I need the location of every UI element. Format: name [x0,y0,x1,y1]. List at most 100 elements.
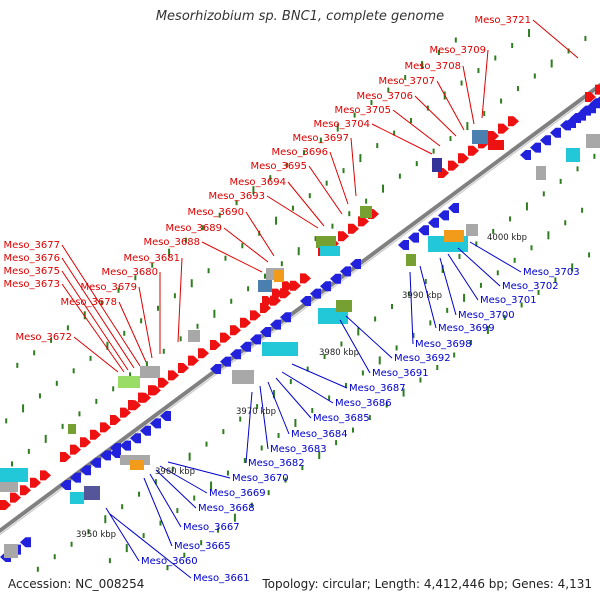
forward-gene-arrow [348,223,359,234]
reverse-gene-arrow [398,240,409,250]
gene-block [258,280,272,292]
leader-line [350,137,357,197]
gene-label: Meso_3683 [270,444,327,455]
gene-label: Meso_3688 [143,237,200,248]
gene-label: Meso_3721 [474,15,531,26]
forward-gene-arrow [282,281,293,292]
forward-gene-arrow [30,477,41,488]
gene-label: Meso_3690 [187,207,244,218]
forward-gene-arrow [448,160,459,171]
scale-label: 4000 kbp [487,233,527,243]
gene-label: Meso_3668 [198,503,255,514]
leader-line [245,211,275,257]
leader-line [308,165,343,215]
leader-line [532,19,579,59]
leader-line [245,391,253,464]
leader-line [291,363,348,389]
leader-line [447,253,479,301]
gene-label: Meso_3705 [334,105,391,116]
leader-line [329,151,349,205]
gene-block [232,370,254,384]
gene-label: Meso_3686 [335,398,392,409]
gene-block [188,330,200,342]
leader-line [155,469,197,509]
leader-line [281,371,334,404]
scale-label: 3960 kbp [155,467,195,477]
forward-gene-arrow [100,422,111,433]
gene-block [262,342,298,356]
reverse-gene-arrow [550,127,561,138]
scale-label: 3990 kbp [402,291,442,301]
gene-label: Meso_3699 [438,323,495,334]
leader-line [259,385,269,450]
gene-label: Meso_3702 [502,281,559,292]
gene-block [586,134,600,148]
forward-gene-arrow [290,280,301,291]
reverse-gene-arrow [585,103,596,114]
gene-label: Meso_3689 [165,223,222,234]
forward-gene-arrow [178,363,189,373]
leader-line [167,461,231,479]
reverse-gene-arrow [80,465,91,476]
gene-label: Meso_3691 [372,368,429,379]
reverse-gene-arrow [160,411,171,421]
leader-line [409,271,414,345]
reverse-gene-arrow [100,450,111,461]
gene-label: Meso_3687 [349,383,406,394]
reverse-gene-arrow [270,319,281,330]
reverse-gene-arrow [280,312,291,323]
forward-gene-arrow [60,452,71,462]
leader-line [371,123,433,155]
leader-line [223,227,269,263]
forward-gene-arrow [158,377,169,388]
gene-label: Meso_3665 [174,541,231,552]
forward-gene-arrow [240,317,251,328]
reverse-gene-arrow [350,259,361,269]
gene-label: Meso_3673 [3,279,60,290]
forward-gene-arrow [80,437,91,448]
reverse-gene-arrow [70,472,81,483]
forward-gene-arrow [488,131,499,141]
gene-block [536,166,546,180]
leader-line [149,473,182,528]
reverse-gene-arrow [240,341,251,352]
forward-gene-arrow [262,296,273,306]
leader-line [177,257,183,343]
leader-line [414,95,457,137]
reverse-gene-arrow [130,433,141,444]
accession-text: Accession: NC_008254 [8,577,145,591]
gene-block [4,544,18,558]
reverse-gene-arrow [250,334,261,345]
forward-gene-arrow [10,492,21,503]
gene-label: Meso_3675 [3,266,60,277]
gene-label: Meso_3703 [523,267,580,278]
gene-features [0,84,600,562]
gene-label: Meso_3681 [123,253,180,264]
reverse-gene-arrow [210,364,221,374]
gene-block [130,460,144,470]
scale-label: 3970 kbp [236,407,276,417]
forward-gene-arrow [90,429,101,440]
leader-line [61,244,141,367]
reverse-gene-arrow [300,296,311,306]
gene-block [118,376,140,388]
gene-label: Meso_3698 [415,339,472,350]
gene-label: Meso_3667 [183,522,240,533]
forward-gene-arrow [138,392,149,403]
gene-label: Meso_3694 [229,177,286,188]
reverse-gene-arrow [530,142,541,153]
gene-label: Meso_3677 [3,240,60,251]
leader-line [267,381,290,435]
forward-gene-arrow [40,470,51,481]
leader-line [201,241,263,273]
scale-label: 3980 kbp [319,348,359,358]
gene-block [316,236,336,248]
leader-line [105,507,140,562]
reverse-gene-arrow [320,281,331,292]
leader-line [138,286,153,359]
gene-block [84,486,100,500]
forward-gene-arrow [110,415,121,425]
